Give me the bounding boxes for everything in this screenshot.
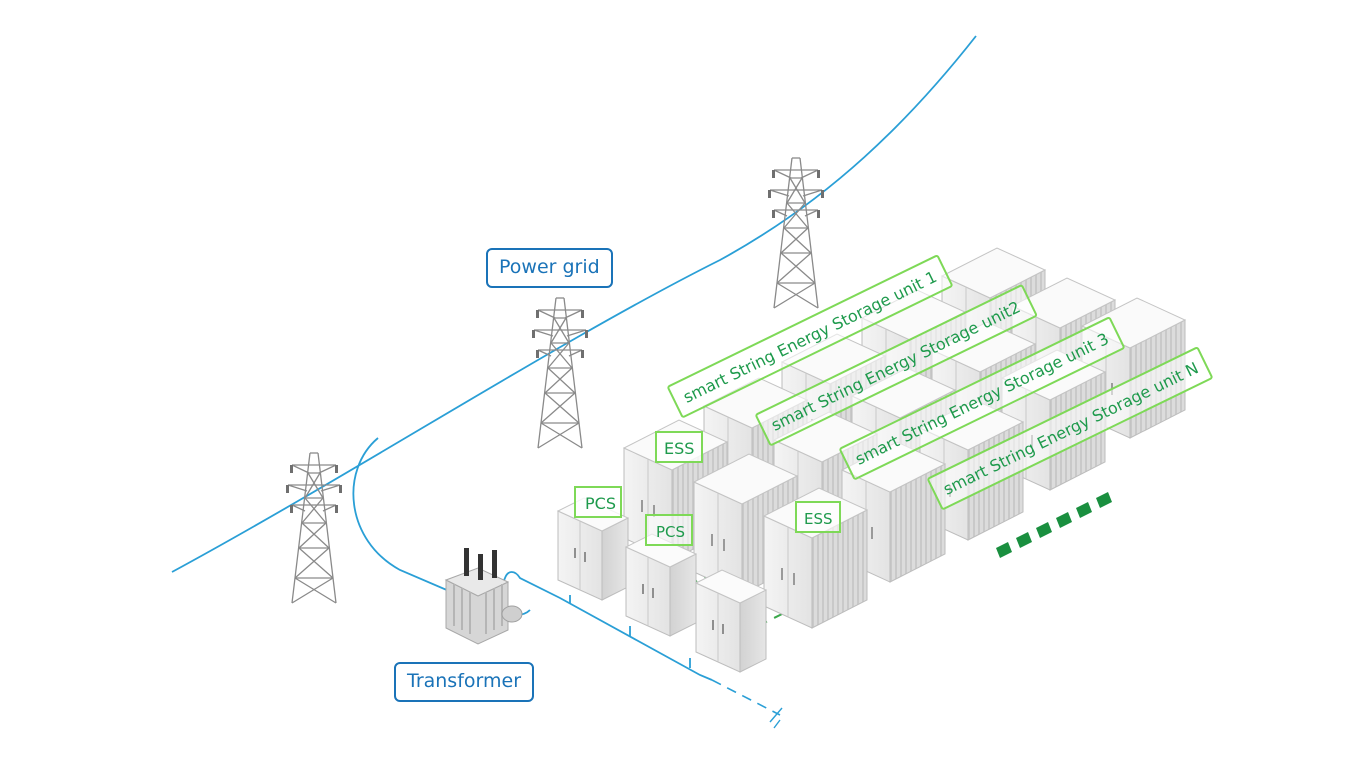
busbar-taps (569, 595, 691, 668)
busbar-end (769, 707, 783, 729)
busbar-line (499, 571, 713, 681)
svg-text:ESS: ESS (664, 439, 694, 458)
transmission-tower-icon (767, 157, 825, 309)
power-grid-label: Power grid (486, 248, 613, 288)
pcs-label-2: PCS (645, 514, 693, 546)
svg-text:PCS: PCS (656, 523, 685, 541)
ess-label: ESS (655, 431, 703, 463)
pcs-label: PCS (574, 486, 622, 518)
svg-text:PCS: PCS (585, 494, 616, 513)
svg-text:ESS: ESS (804, 510, 833, 528)
transformer-label: Transformer (394, 662, 535, 702)
transmission-tower-icon (531, 297, 589, 449)
pcs-cabinet-icon (695, 569, 767, 673)
busbar-extension (711, 679, 781, 716)
power-line-main (171, 35, 977, 573)
transformer-icon (444, 548, 523, 645)
transmission-tower-icon (285, 452, 343, 604)
continuation-dots (996, 492, 1112, 558)
ess-label-2: ESS (795, 501, 841, 533)
pcs-cabinet-icon (625, 533, 697, 637)
